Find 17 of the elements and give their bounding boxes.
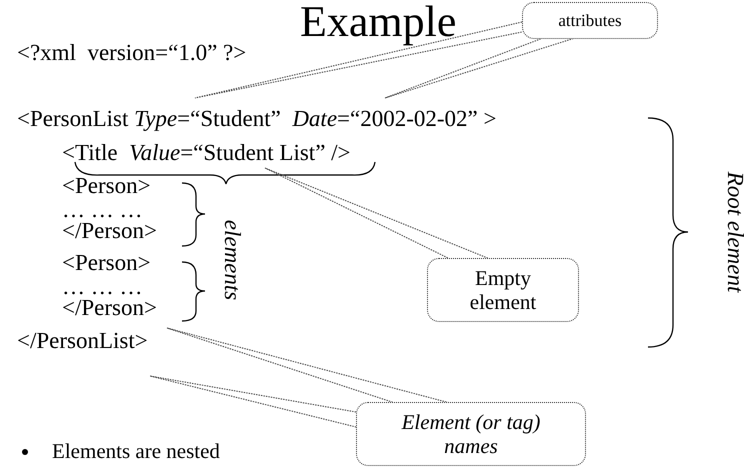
callout-box: attributes	[522, 2, 658, 39]
code-line: <PersonList Type=“Student” Date=“2002-02-02” >	[17, 106, 496, 132]
callout-box: Empty element	[427, 258, 579, 322]
code-line: <?xml version=“1.0” ?>	[17, 40, 246, 66]
leader-line	[384, 38, 576, 98]
code-line: <Title Value=“Student List” />	[62, 140, 351, 166]
callout-box: Element (or tag) names	[356, 402, 586, 466]
slide-title: Example	[300, 0, 456, 46]
leader-line	[194, 22, 522, 98]
code-line: </PersonList>	[17, 328, 148, 354]
code-line: <Person>	[62, 173, 151, 199]
brace-label: Root element	[722, 172, 744, 292]
brace-label: elements	[219, 220, 245, 300]
leader-line	[150, 376, 356, 428]
leader-line	[264, 168, 490, 260]
code-line: <Person>	[62, 250, 151, 276]
bullet-text: Elements are nested	[52, 438, 220, 464]
